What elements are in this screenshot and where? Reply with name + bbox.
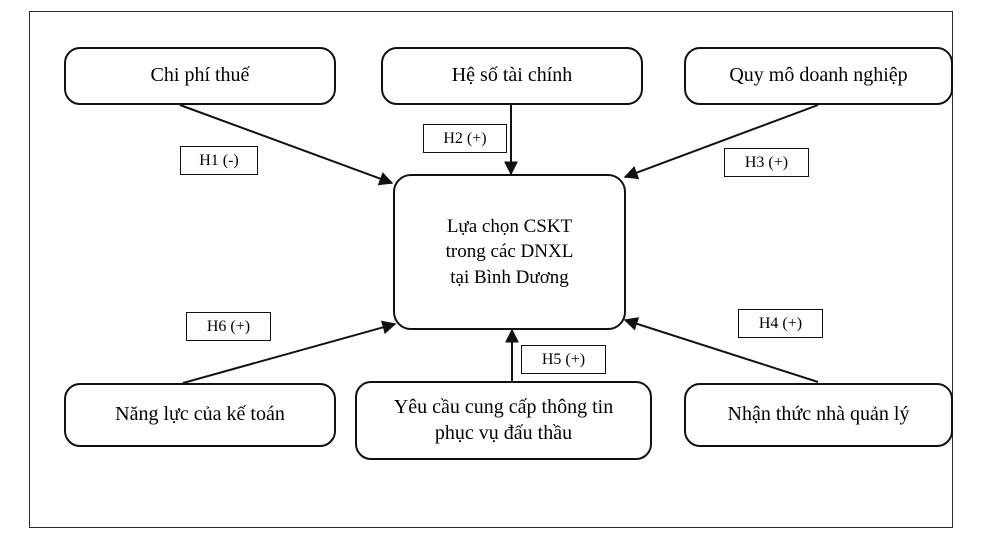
hypothesis-label-h4: H4 (+) — [738, 309, 823, 338]
node-firm-size: Quy mô doanh nghiệp — [684, 47, 953, 105]
hypothesis-label-h5: H5 (+) — [521, 345, 606, 374]
node-tax-cost-label: Chi phí thuế — [150, 64, 250, 87]
hypothesis-label-h2: H2 (+) — [423, 124, 507, 153]
node-firm-size-label: Quy mô doanh nghiệp — [729, 64, 908, 87]
hypothesis-h5-text: H5 (+) — [541, 350, 586, 368]
hypothesis-h2-text: H2 (+) — [443, 129, 487, 147]
hypothesis-h3-text: H3 (+) — [744, 153, 789, 171]
node-accountant-capacity: Năng lực của kế toán — [64, 383, 336, 447]
hypothesis-h4-text: H4 (+) — [758, 314, 803, 332]
node-manager-awareness-label: Nhận thức nhà quản lý — [727, 403, 910, 426]
hypothesis-h1-text: H1 (-) — [199, 151, 239, 169]
node-accountant-capacity-label: Năng lực của kế toán — [115, 403, 285, 426]
hypothesis-label-h1: H1 (-) — [180, 146, 258, 175]
node-tax-cost: Chi phí thuế — [64, 47, 336, 105]
node-center-choice: Lựa chọn CSKT trong các DNXL tại Bình Dư… — [393, 174, 626, 330]
node-financial-ratio-label: Hệ số tài chính — [451, 64, 573, 87]
node-bidding-info-label: Yêu cầu cung cấp thông tin phục vụ đấu t… — [393, 395, 614, 444]
hypothesis-h6-text: H6 (+) — [206, 317, 251, 335]
hypothesis-label-h6: H6 (+) — [186, 312, 271, 341]
node-manager-awareness: Nhận thức nhà quản lý — [684, 383, 953, 447]
node-financial-ratio: Hệ số tài chính — [381, 47, 643, 105]
node-center-label: Lựa chọn CSKT trong các DNXL tại Bình Dư… — [445, 215, 574, 288]
node-bidding-info: Yêu cầu cung cấp thông tin phục vụ đấu t… — [355, 381, 652, 460]
diagram-frame — [29, 11, 953, 528]
hypothesis-label-h3: H3 (+) — [724, 148, 809, 177]
